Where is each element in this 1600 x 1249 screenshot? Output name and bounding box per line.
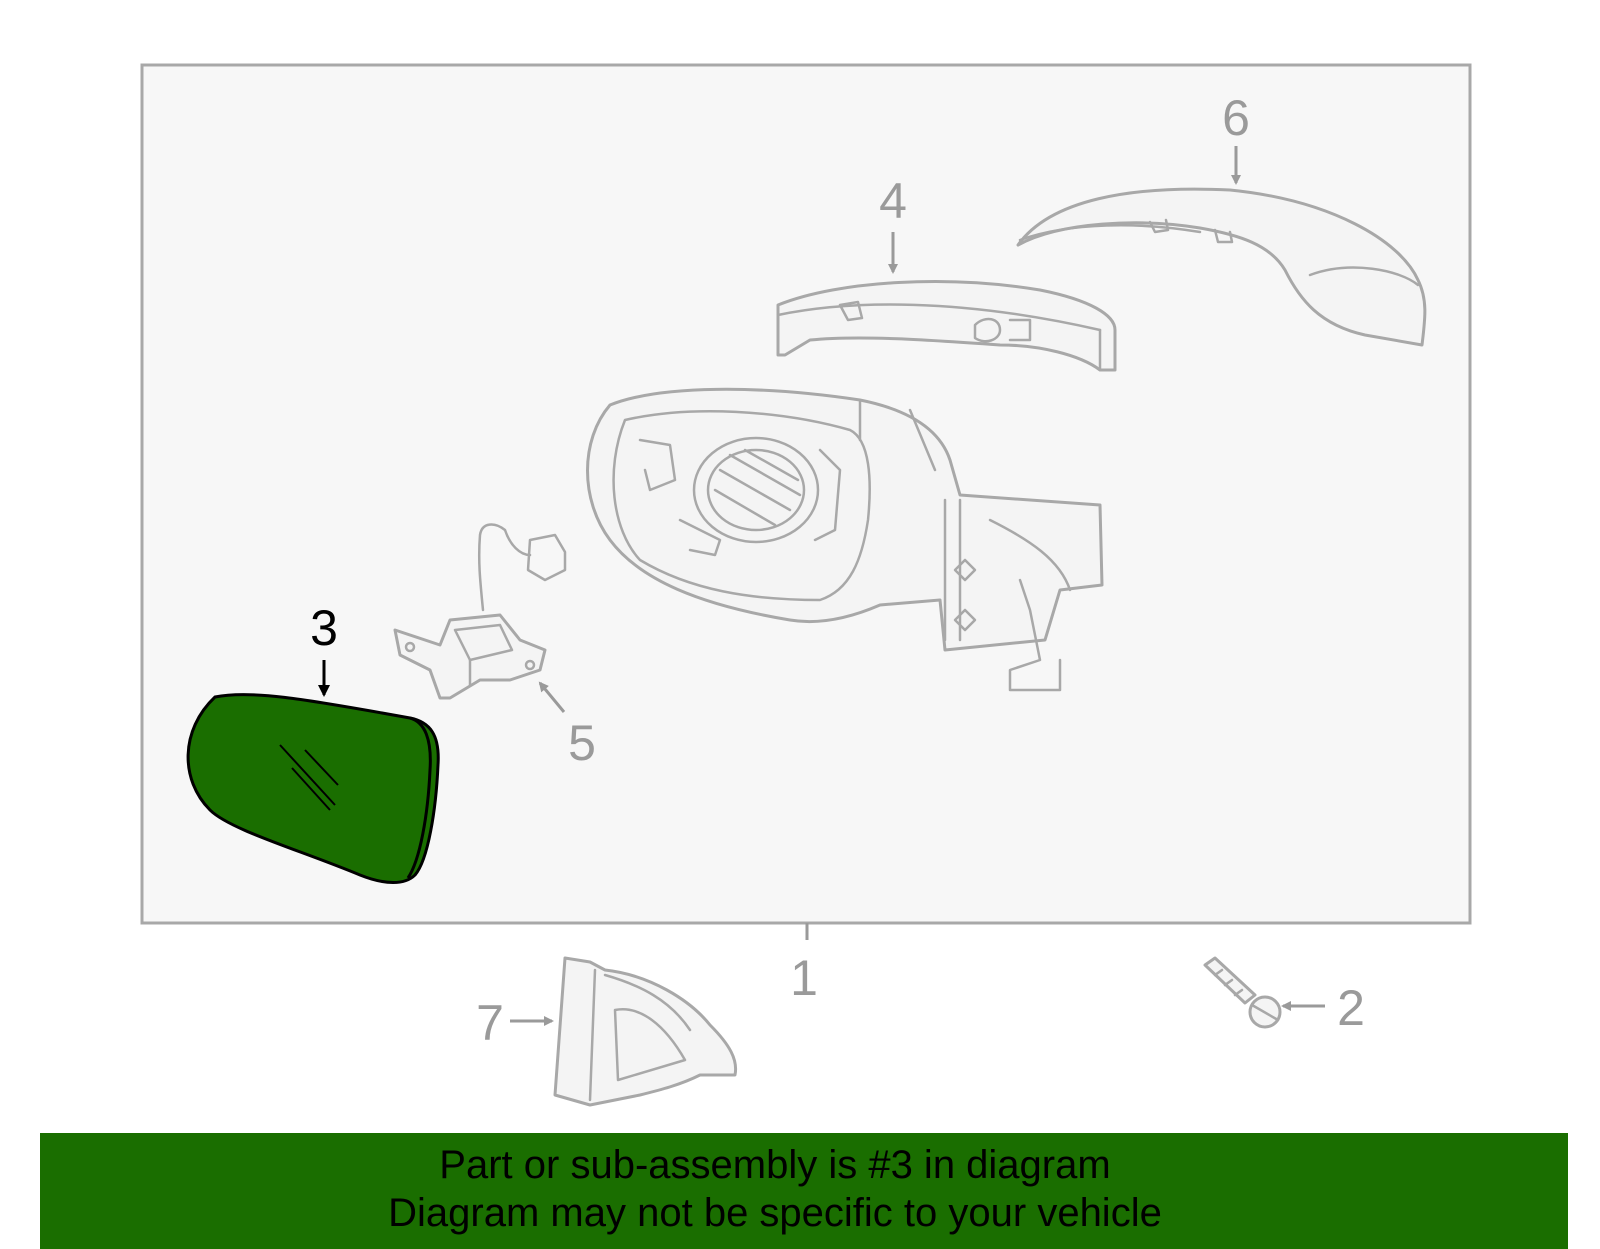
part-3-mirror-glass[interactable]: [186, 693, 440, 884]
part-7-sail-cover[interactable]: [553, 956, 738, 1107]
callout-4: 4: [879, 173, 907, 229]
part-2-screw[interactable]: [1203, 956, 1282, 1029]
callout-3: 3: [310, 600, 338, 656]
part-6-mirror-cover[interactable]: [1016, 187, 1427, 347]
banner-line-2: Diagram may not be specific to your vehi…: [388, 1191, 1162, 1235]
part-5-mirror-motor[interactable]: [393, 523, 567, 700]
part-4-turn-signal[interactable]: [776, 280, 1117, 372]
part-1-mirror-housing[interactable]: [586, 387, 1104, 692]
banner-line-1: Part or sub-assembly is #3 in diagram: [439, 1143, 1111, 1187]
info-banner: Part or sub-assembly is #3 in diagram Di…: [40, 1133, 1568, 1249]
callout-2: 2: [1337, 980, 1365, 1036]
callout-7: 7: [476, 995, 504, 1051]
callout-1: 1: [790, 950, 818, 1006]
leader-5: [538, 681, 566, 713]
callout-5: 5: [568, 715, 596, 771]
callout-6: 6: [1222, 90, 1250, 146]
